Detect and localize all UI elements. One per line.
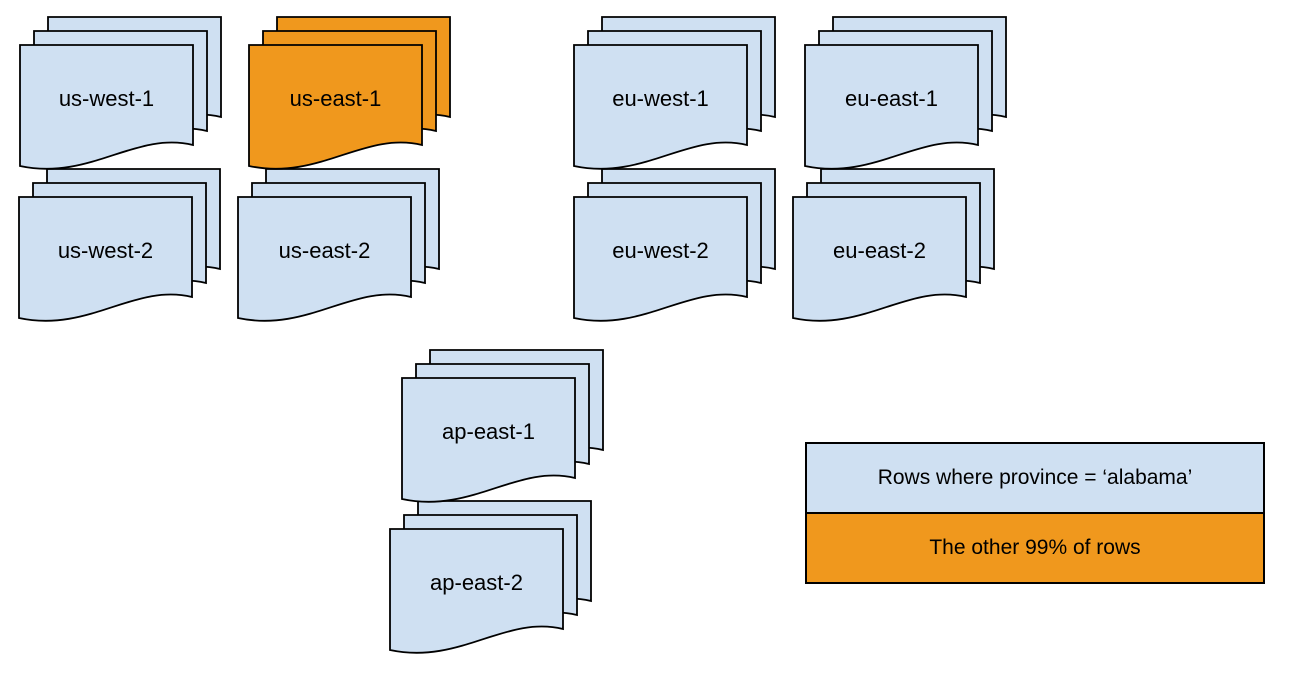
region-stack-eu-west-2: eu-west-2 — [572, 167, 778, 329]
region-stack-us-west-2: us-west-2 — [17, 167, 223, 329]
region-stack-us-east-2: us-east-2 — [236, 167, 442, 329]
legend-row-other-rows: The other 99% of rows — [807, 512, 1263, 582]
region-label: us-west-2 — [57, 238, 154, 263]
document-stack-icon — [19, 16, 222, 170]
region-label: us-east-2 — [278, 238, 371, 263]
region-stack-ap-east-2: ap-east-2 — [388, 499, 594, 661]
region-label: eu-west-2 — [612, 238, 709, 263]
region-label: ap-east-2 — [430, 570, 523, 595]
document-stack-icon — [18, 168, 221, 322]
region-stack-us-west-1: us-west-1 — [18, 15, 224, 177]
document-stack-icon — [248, 16, 451, 170]
legend-label: The other 99% of rows — [929, 536, 1141, 559]
document-stack-icon — [573, 16, 776, 170]
document-stack-icon — [237, 168, 440, 322]
region-label: us-west-1 — [58, 86, 155, 111]
document-stack-icon — [401, 349, 604, 503]
region-stack-eu-east-2: eu-east-2 — [791, 167, 997, 329]
legend-row-province-rows: Rows where province = ‘alabama’ — [807, 444, 1263, 512]
region-label: eu-east-2 — [833, 238, 926, 263]
region-stack-ap-east-1: ap-east-1 — [400, 348, 606, 510]
document-stack-icon — [804, 16, 1007, 170]
document-stack-icon — [573, 168, 776, 322]
legend-label: Rows where province = ‘alabama’ — [877, 466, 1193, 489]
region-label: eu-west-1 — [612, 86, 709, 111]
region-stack-eu-west-1: eu-west-1 — [572, 15, 778, 177]
region-stack-eu-east-1: eu-east-1 — [803, 15, 1009, 177]
legend: Rows where province = ‘alabama’ The othe… — [805, 442, 1265, 584]
region-label: ap-east-1 — [442, 419, 535, 444]
region-stack-us-east-1: us-east-1 — [247, 15, 453, 177]
document-stack-icon — [792, 168, 995, 322]
region-label: eu-east-1 — [845, 86, 938, 111]
document-stack-icon — [389, 500, 592, 654]
region-label: us-east-1 — [289, 86, 382, 111]
